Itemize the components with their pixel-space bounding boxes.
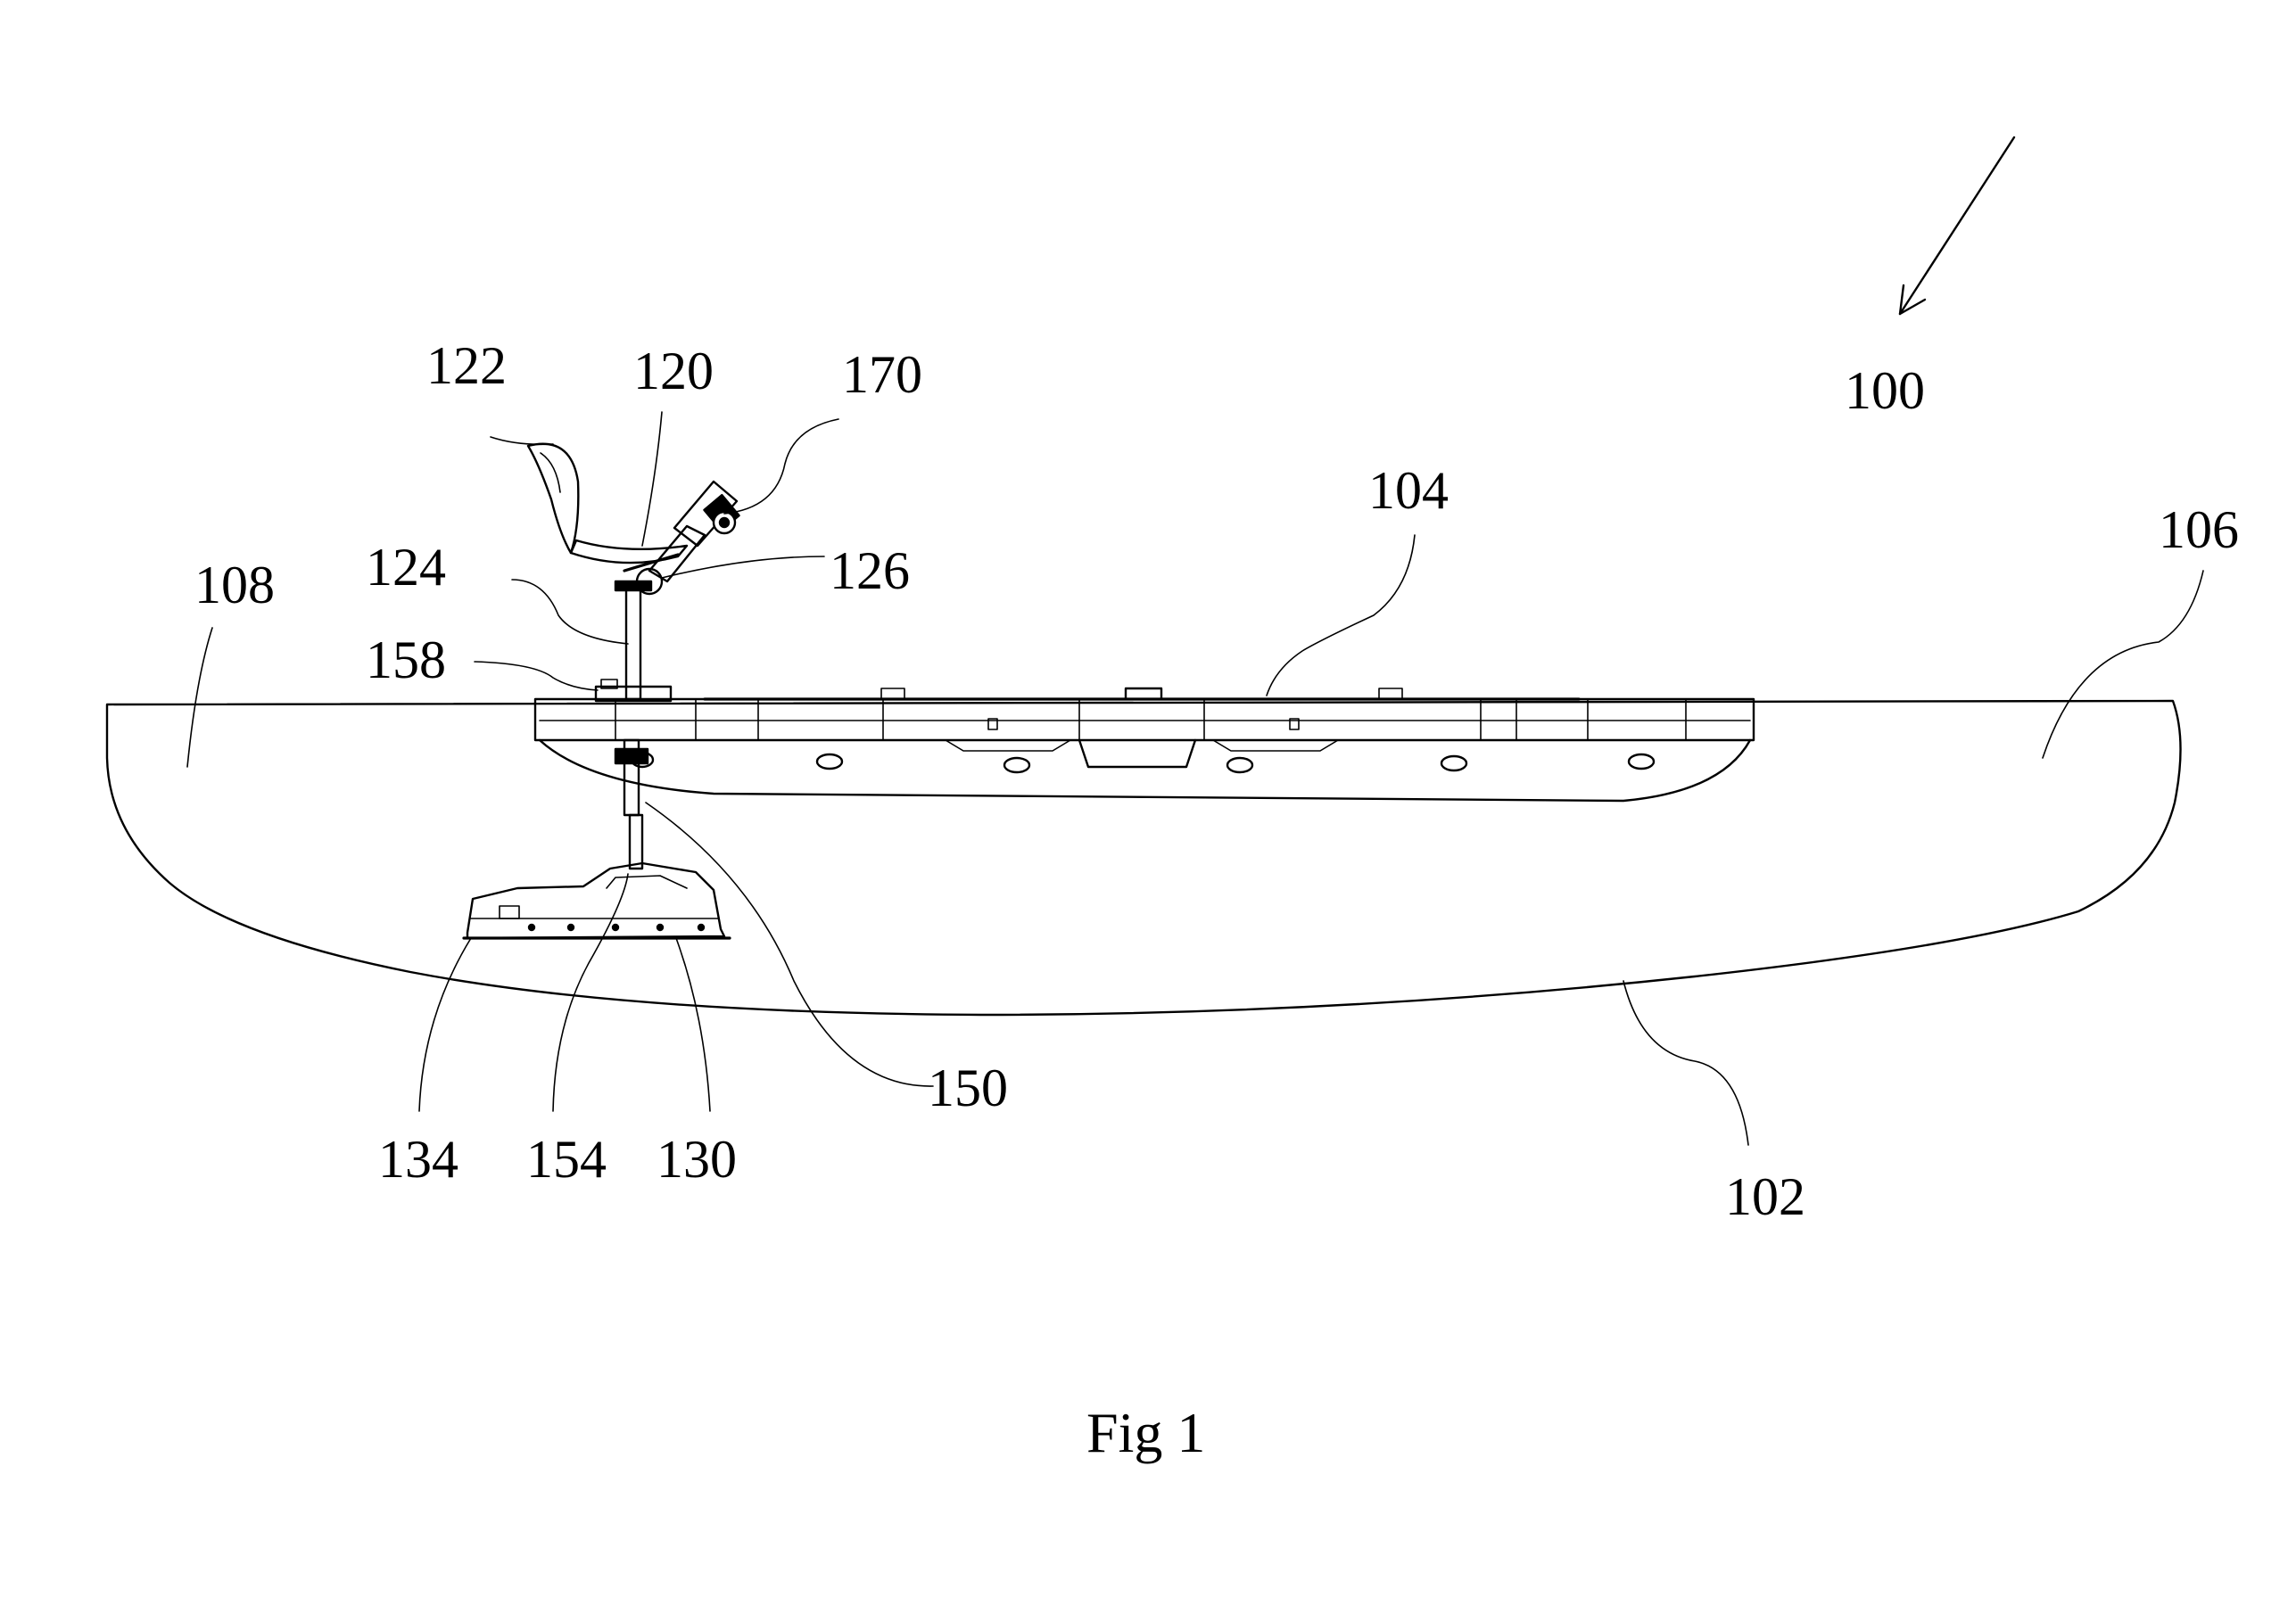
label-120: 120: [633, 342, 714, 400]
hull-body: [105, 699, 2182, 1017]
label-100: 100: [1845, 361, 1925, 420]
label-170: 170: [842, 345, 922, 404]
label-130: 130: [657, 1130, 737, 1189]
label-122: 122: [426, 336, 507, 395]
label-102: 102: [1725, 1167, 1805, 1226]
propulsion-unit: [462, 738, 731, 940]
leader-lines: [186, 136, 2204, 1146]
accessory-mount: [673, 480, 740, 548]
label-150: 150: [928, 1058, 1008, 1117]
label-126: 126: [830, 541, 910, 600]
figure-caption: Fig 1: [1086, 1401, 1205, 1464]
seat-assembly: [526, 442, 706, 703]
deck-line: [106, 700, 2174, 705]
label-124: 124: [366, 538, 446, 597]
label-106: 106: [2159, 500, 2239, 559]
label-134: 134: [378, 1130, 458, 1189]
deck-platform: [533, 687, 1755, 803]
label-104: 104: [1368, 461, 1449, 520]
label-158: 158: [366, 630, 446, 689]
label-154: 154: [526, 1130, 607, 1189]
reference-numerals: 100 122 120 170 104 106 108 124 126 158 …: [194, 336, 2239, 1226]
label-108: 108: [194, 556, 275, 614]
